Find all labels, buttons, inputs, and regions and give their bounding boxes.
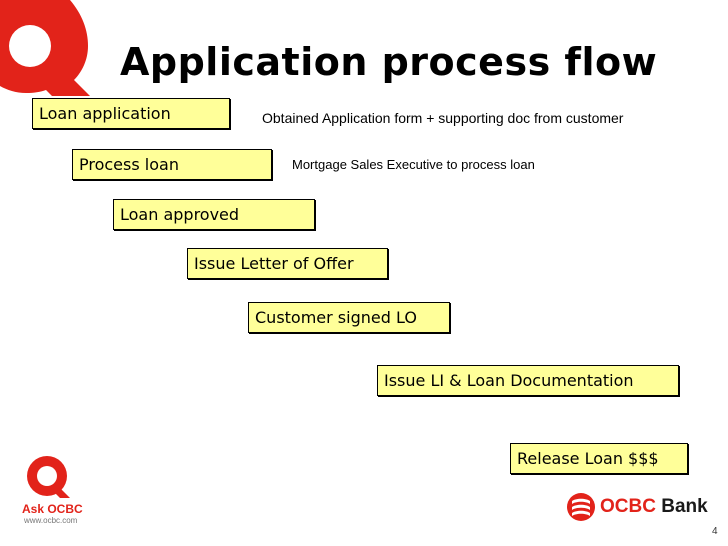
step-loan-application: Loan application xyxy=(32,98,230,129)
step-issue-letter-of-offer: Issue Letter of Offer xyxy=(187,248,388,279)
note-loan-application: Obtained Application form + supporting d… xyxy=(262,110,624,126)
page-number: 4 xyxy=(712,526,718,537)
ask-ocbc-url: www.ocbc.com xyxy=(24,516,78,525)
q-logo-icon xyxy=(0,0,90,96)
note-process-loan: Mortgage Sales Executive to process loan xyxy=(292,157,535,172)
ocbc-bank-logo: OCBC Bank xyxy=(566,490,710,526)
ocbc-bank-name: OCBC Bank xyxy=(600,496,708,518)
ask-ocbc-logo-icon xyxy=(27,456,70,498)
ask-ocbc-text: Ask OCBC xyxy=(22,502,83,516)
step-issue-li-loan-documentation: Issue LI & Loan Documentation xyxy=(377,365,679,396)
ocbc-name-red: OCBC xyxy=(600,496,656,517)
slide-title: Application process flow xyxy=(120,40,658,84)
step-loan-approved: Loan approved xyxy=(113,199,315,230)
bank-name-dark: Bank xyxy=(655,496,708,517)
step-release-loan: Release Loan $$$ xyxy=(510,443,688,474)
step-customer-signed-lo: Customer signed LO xyxy=(248,302,450,333)
step-process-loan: Process loan xyxy=(72,149,272,180)
ocbc-bank-logo-icon xyxy=(567,493,595,521)
